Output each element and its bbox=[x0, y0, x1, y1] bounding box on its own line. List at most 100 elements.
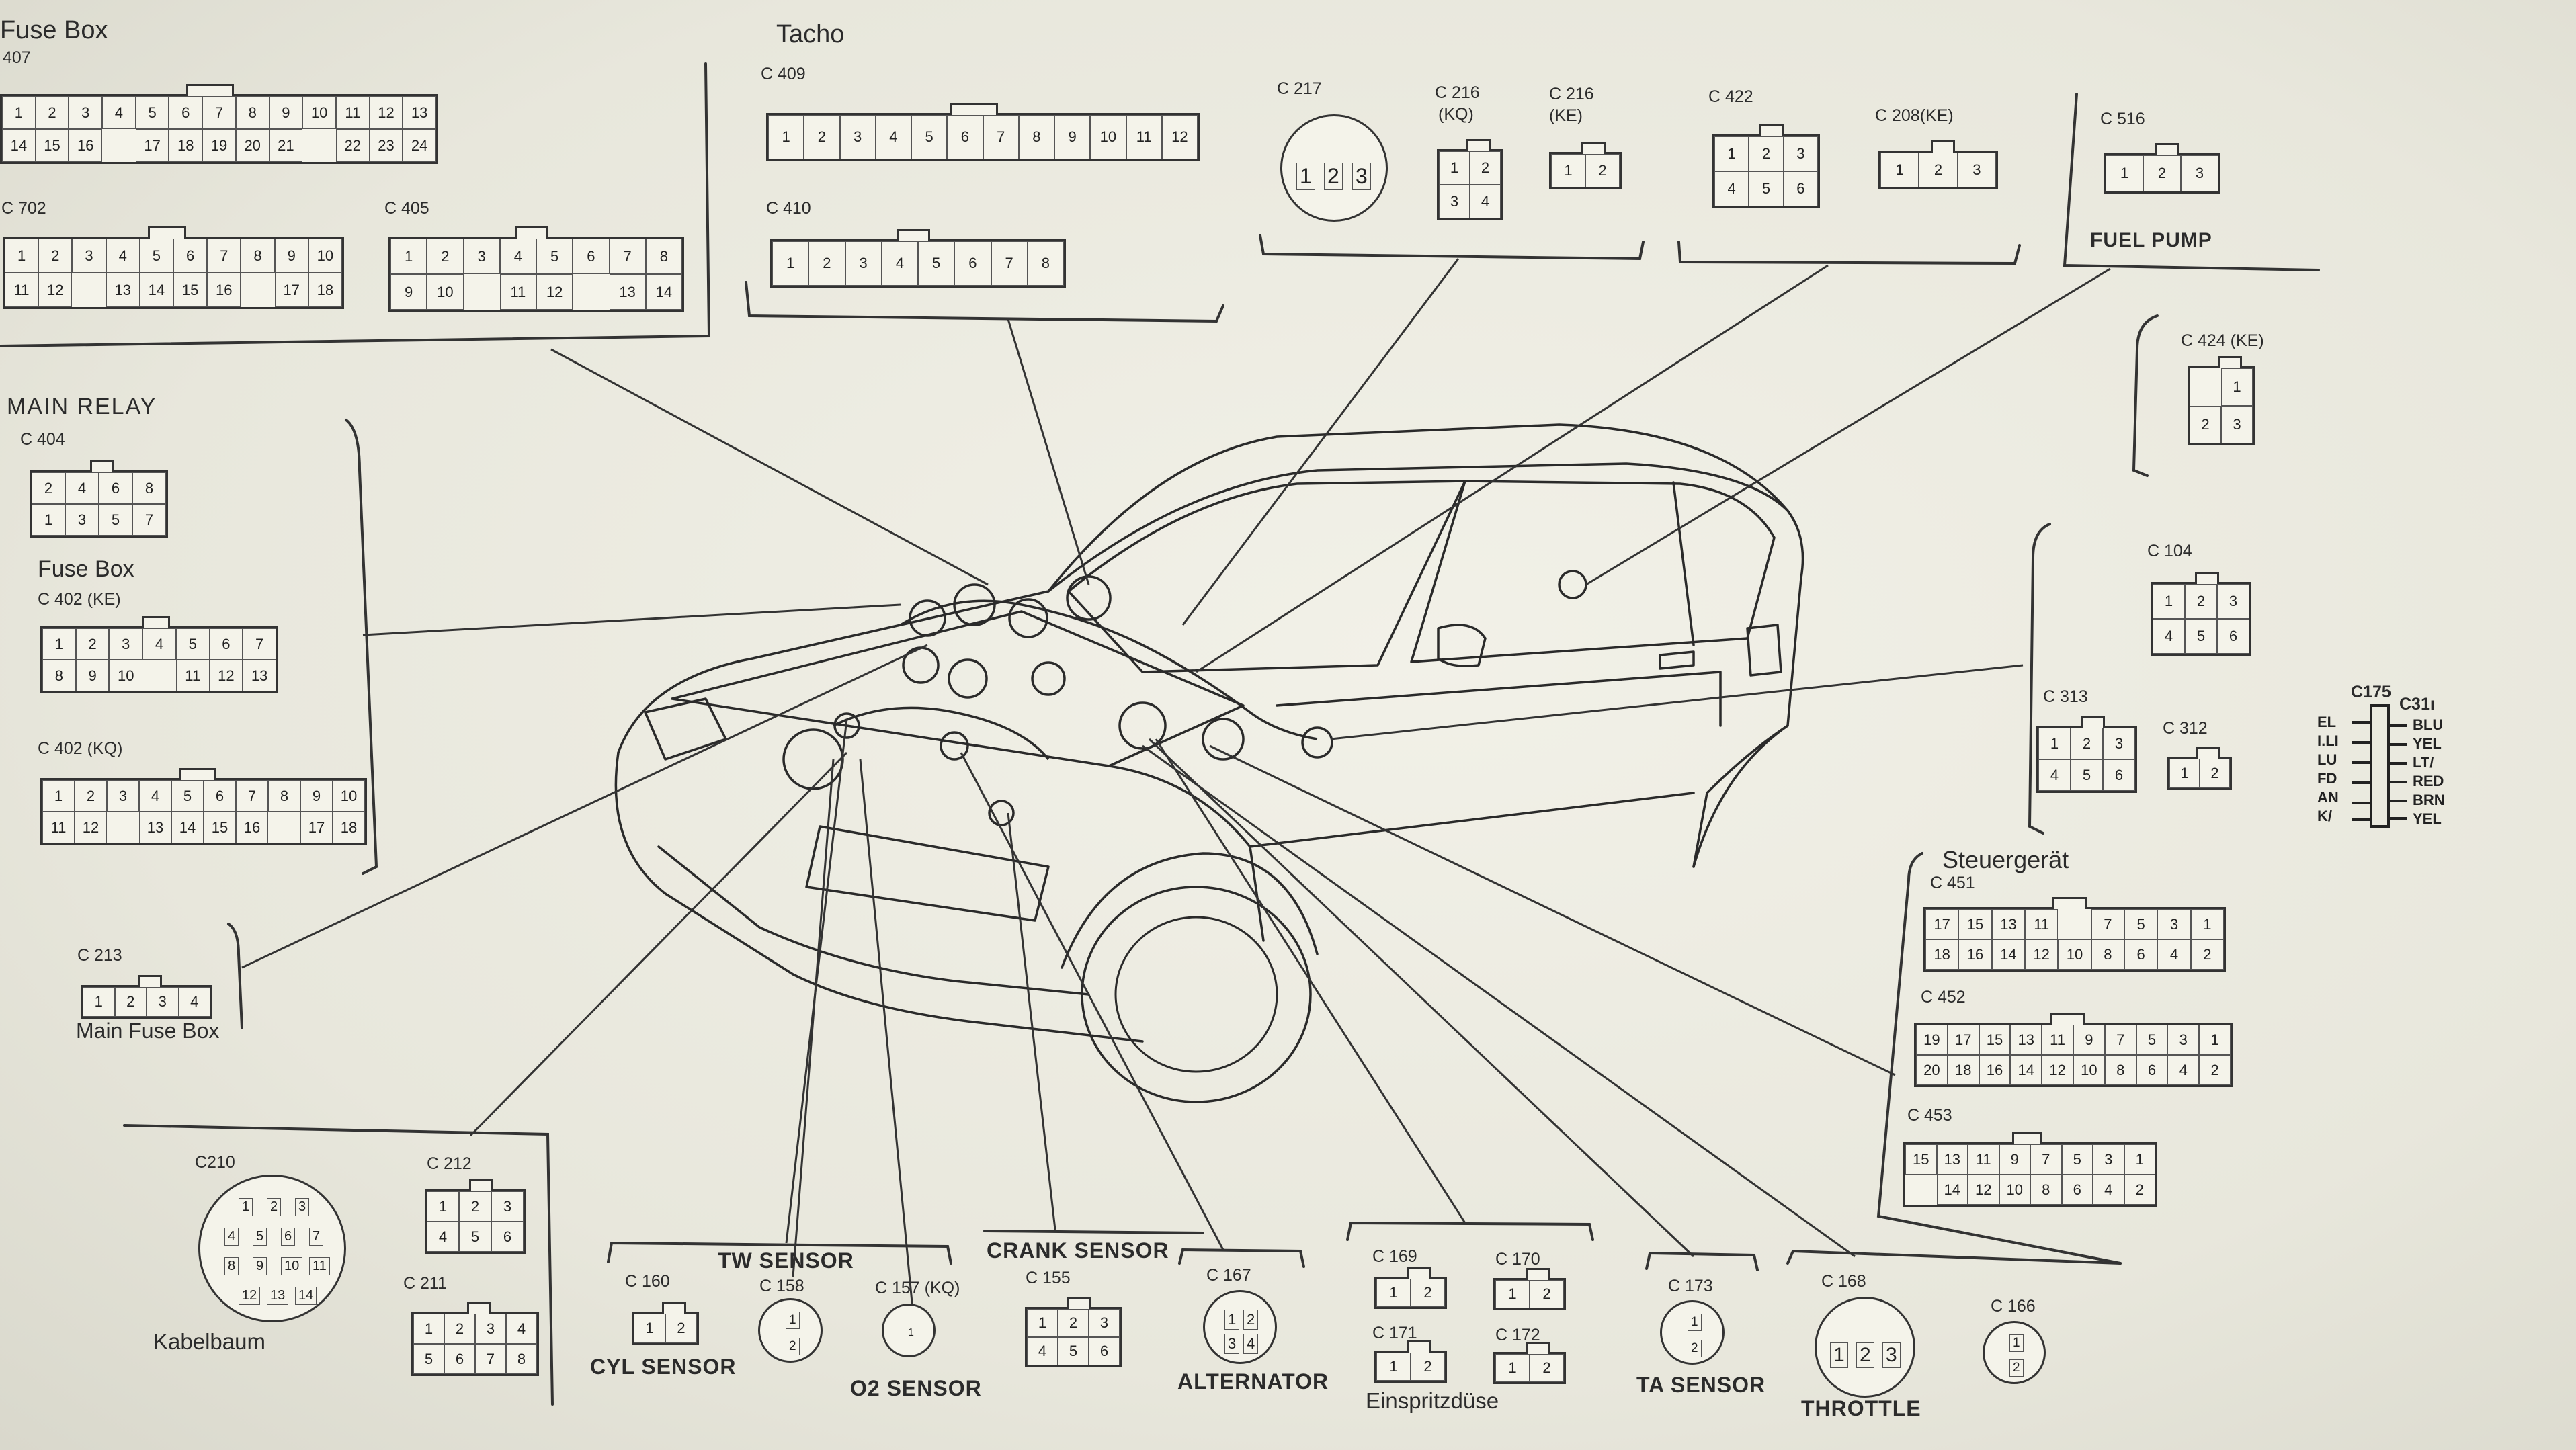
c31x-label: C31ı bbox=[2399, 695, 2435, 714]
car-mirror bbox=[1437, 624, 1487, 667]
pin: 11 bbox=[309, 1257, 330, 1275]
pin: 17 bbox=[1947, 1025, 1979, 1055]
pin: 16 bbox=[1979, 1055, 2011, 1085]
pin: 13 bbox=[243, 660, 276, 691]
pin: 11 bbox=[2042, 1025, 2073, 1055]
c172-label: C 172 bbox=[1495, 1326, 1540, 1345]
c213-label: C 213 bbox=[77, 946, 122, 965]
pin: 13 bbox=[1936, 1144, 1968, 1175]
pin: 19 bbox=[202, 129, 236, 162]
pin: 6 bbox=[99, 472, 132, 504]
c216-ke-label: C 216 bbox=[1549, 85, 1594, 103]
pin: 1 bbox=[1376, 1353, 1411, 1381]
pin: 4 bbox=[1027, 1337, 1058, 1365]
panel-bracket-top-left bbox=[0, 62, 711, 347]
pin: 4 bbox=[2093, 1175, 2124, 1205]
pin: 1 bbox=[786, 1312, 800, 1329]
car-b-pillar bbox=[1672, 481, 1695, 646]
car-grille bbox=[805, 825, 1050, 922]
pin: 12 bbox=[2024, 939, 2059, 970]
pin: 10 bbox=[2058, 939, 2091, 970]
pin: 9 bbox=[300, 780, 333, 812]
pin: 10 bbox=[427, 274, 464, 310]
pin: 14 bbox=[139, 273, 173, 307]
wire-label: BLU bbox=[2413, 716, 2444, 733]
pin: 19 bbox=[1916, 1025, 1948, 1055]
car-windshield bbox=[1067, 480, 1466, 673]
pin: 11 bbox=[499, 274, 536, 310]
pin: 6 bbox=[281, 1228, 296, 1246]
car-front-wheel-hub bbox=[1114, 916, 1278, 1073]
leader-right-panel bbox=[1330, 664, 2024, 740]
harness-plug-6 bbox=[948, 658, 988, 699]
pin: 1 bbox=[2106, 155, 2143, 191]
connector-lock-tab bbox=[2012, 1132, 2042, 1144]
pin: 5 bbox=[911, 115, 948, 159]
leader-c217 bbox=[1181, 258, 1460, 626]
c104-label: C 104 bbox=[2147, 542, 2192, 560]
pin: 2 bbox=[2009, 1359, 2024, 1377]
car-front-bumper bbox=[614, 751, 1144, 1043]
c216-ke-variant: (KE) bbox=[1549, 106, 1583, 125]
pin: 18 bbox=[169, 129, 203, 162]
harness-plug-14 bbox=[940, 731, 969, 761]
pin: 4 bbox=[427, 1222, 459, 1252]
c402-kq-label: C 402 (KQ) bbox=[38, 739, 123, 758]
pin: 14 bbox=[1936, 1175, 1968, 1205]
pin: 3 bbox=[1957, 153, 1996, 187]
pin: 5 bbox=[171, 780, 204, 812]
pin: 12 bbox=[1968, 1175, 1999, 1205]
pin: 2 bbox=[114, 987, 147, 1017]
car-hood bbox=[671, 610, 1245, 767]
pin: 7 bbox=[309, 1228, 324, 1246]
pin: 11 bbox=[1126, 115, 1162, 159]
connector-lock-tab bbox=[1526, 1268, 1550, 1280]
pin: 5 bbox=[2136, 1025, 2168, 1055]
harness-plug-3 bbox=[1008, 598, 1048, 638]
pin: 12 bbox=[2042, 1055, 2073, 1085]
pin: 10 bbox=[302, 96, 336, 129]
leader-c422 bbox=[1196, 264, 1829, 673]
pin: 16 bbox=[207, 273, 241, 307]
connector-lock-tab bbox=[515, 226, 548, 239]
pin: 14 bbox=[295, 1287, 317, 1305]
pin: 1 bbox=[2190, 909, 2224, 939]
c516-label: C 516 bbox=[2100, 110, 2145, 128]
car-headlight bbox=[644, 697, 727, 761]
wire-label: YEL bbox=[2413, 810, 2442, 827]
pin: 10 bbox=[281, 1257, 303, 1275]
car-front-wheel bbox=[1081, 886, 1312, 1103]
pin: 8 bbox=[506, 1344, 537, 1374]
steuergeraet-title: Steuergerät bbox=[1942, 846, 2069, 873]
pin: 3 bbox=[2221, 406, 2253, 443]
pin: 4 bbox=[65, 472, 99, 504]
pin: 2 bbox=[665, 1314, 697, 1343]
panel-bracket-tacho bbox=[745, 281, 1224, 323]
wire-label: LT/ bbox=[2413, 754, 2434, 771]
c158-label: C 158 bbox=[759, 1277, 804, 1295]
pin: 6 bbox=[1089, 1337, 1120, 1365]
pin: 2 bbox=[1530, 1280, 1564, 1308]
car-front-wheel-arch bbox=[1061, 852, 1319, 969]
connector-lock-tab bbox=[1759, 124, 1784, 136]
pin: 8 bbox=[224, 1257, 239, 1275]
pin: 2 bbox=[2190, 939, 2224, 970]
leader-c213 bbox=[241, 644, 928, 969]
pin: 2 bbox=[2200, 759, 2230, 788]
pin: 6 bbox=[204, 780, 236, 812]
pin: 3 bbox=[2103, 728, 2135, 759]
main-relay-title: MAIN RELAY bbox=[7, 394, 157, 419]
pin: 4 bbox=[2153, 619, 2185, 654]
pin: 1 bbox=[239, 1198, 253, 1216]
c210-label: C210 bbox=[195, 1153, 235, 1172]
pin: 5 bbox=[2185, 619, 2217, 654]
